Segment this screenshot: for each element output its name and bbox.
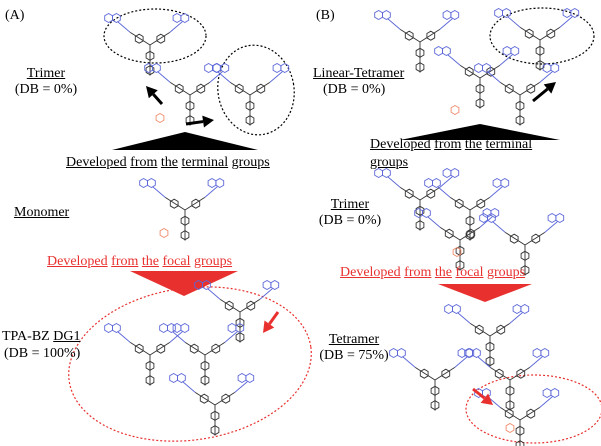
dendrimer-ellipse	[68, 286, 312, 442]
growth-arrow-head	[146, 86, 158, 99]
caption-word: focal	[162, 254, 191, 269]
tetramer-unit	[495, 8, 579, 70]
caption-word: the	[141, 254, 159, 269]
focal-benzene-ring	[159, 228, 169, 238]
growth-arrow-head	[543, 82, 556, 94]
focal-benzene-ring	[155, 113, 165, 123]
dendrimer-unit	[160, 324, 244, 386]
panel-a-trimer-db: (DB = 0%)	[14, 82, 78, 97]
growth-arrow	[152, 93, 164, 105]
panel-b-linear-tetramer-db: (DB = 0%)	[323, 82, 386, 97]
caption-word: Developed	[66, 155, 127, 170]
product-name: TPA-BZ	[2, 329, 50, 344]
panel-b-developed-focal-caption: Developed from the focal groups	[340, 265, 525, 281]
growth-arrow-head	[202, 115, 214, 128]
caption-word: from	[130, 155, 158, 170]
growth-arrow	[185, 120, 204, 126]
caption-word: groups	[193, 254, 233, 269]
caption-word: terminal	[485, 137, 533, 152]
growth-arrow	[532, 87, 549, 103]
caption-word: the	[160, 155, 178, 170]
caption-word: Developed	[340, 265, 401, 280]
down-wedge-red	[130, 271, 238, 296]
panel-a-trimer-label: Trimer	[26, 66, 66, 81]
tetramer-unit	[445, 305, 529, 367]
panel-b-tetramer-db: (DB = 75%)	[319, 348, 389, 363]
dendrimer-unit	[170, 374, 254, 436]
caption-word: the	[464, 137, 482, 152]
tetramer-unit	[390, 349, 474, 411]
focal-arrow-head	[263, 320, 275, 333]
panel-a-monomer-label: Monomer	[14, 205, 70, 220]
caption-word: from	[111, 254, 139, 269]
panel-b-linear-tetramer-label: Linear-Tetramer	[313, 66, 405, 81]
focal-arrow	[472, 387, 486, 400]
panel-a-product-db: (DB = 100%)	[4, 346, 81, 361]
dendrimer-unit	[105, 324, 189, 386]
focal-arrow-head	[480, 393, 493, 405]
caption-word: the	[434, 265, 452, 280]
focal-arrow	[268, 311, 280, 325]
monomer-unit	[140, 179, 224, 241]
panel-b-trimer-db: (DB = 0%)	[318, 213, 382, 228]
tetramer-unit	[465, 349, 549, 411]
caption-word: Developed	[47, 254, 108, 269]
panel-a-developed-terminal-caption: Developed from the terminal groups	[66, 155, 270, 171]
caption-word: focal	[455, 265, 484, 280]
caption-word: from	[434, 137, 462, 152]
trimer-unit	[415, 209, 499, 271]
terminal-group-ellipse	[103, 8, 207, 64]
terminal-group-ellipse	[489, 7, 595, 65]
caption-word: from	[404, 265, 432, 280]
panel-a-tag: (A)	[5, 8, 25, 23]
trimer-unit	[105, 13, 189, 75]
caption-word: groups	[231, 155, 270, 170]
panel-b-tag: (B)	[316, 8, 335, 23]
panel-b-trimer-label: Trimer	[330, 197, 370, 212]
caption-word: terminal	[181, 155, 229, 170]
down-wedge	[112, 132, 258, 150]
tetramer-unit	[375, 10, 459, 72]
product-generation: DG1	[53, 329, 81, 344]
down-wedge-red	[438, 284, 532, 302]
caption-word: Developed	[370, 137, 431, 152]
panel-b-tetramer-label: Tetramer	[328, 332, 380, 347]
down-wedge	[400, 124, 560, 140]
focal-benzene-ring	[505, 423, 515, 433]
caption-word: groups	[370, 155, 409, 170]
panel-b-developed-terminal-caption: Developed from the terminal groups	[370, 136, 545, 172]
terminal-group-ellipse	[217, 44, 295, 136]
focal-benzene-ring	[450, 105, 460, 115]
panel-a-product-label: TPA-BZ DG1	[2, 329, 80, 345]
linear-growth-ellipse	[465, 374, 601, 444]
panel-a-developed-focal-caption: Developed from the focal groups	[47, 254, 232, 270]
caption-word: groups	[486, 265, 526, 280]
